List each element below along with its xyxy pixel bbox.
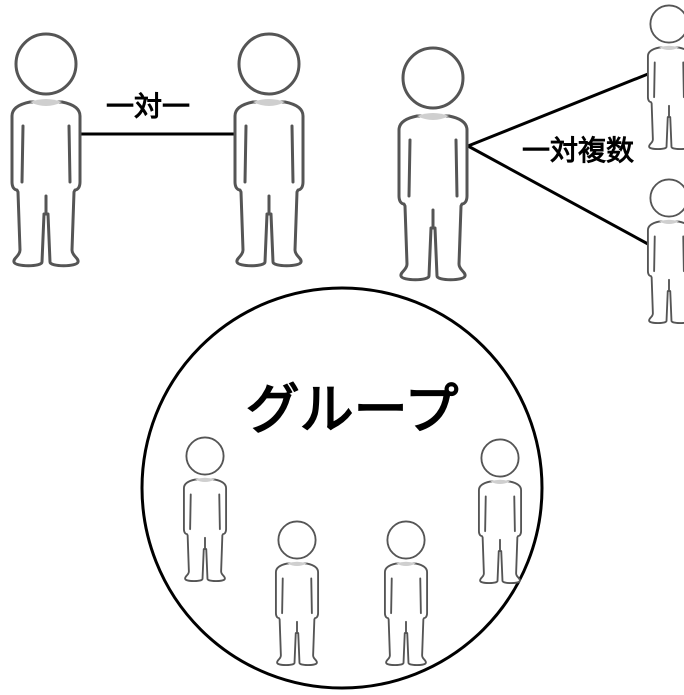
connector-line xyxy=(467,72,649,148)
person-icon xyxy=(10,32,82,268)
person-icon xyxy=(397,46,469,282)
connector-line xyxy=(467,144,649,246)
person-icon xyxy=(646,178,684,325)
one-to-many-label: 一対複数 xyxy=(522,134,635,167)
panel-one-to-many: 一対複数 xyxy=(397,4,684,325)
person-icon xyxy=(646,4,684,151)
one-to-one-label: 一対一 xyxy=(106,90,190,123)
person-icon xyxy=(233,32,305,268)
panel-one-to-one: 一対一 xyxy=(10,32,305,268)
group-label: グループ xyxy=(246,378,459,441)
panel-group: グループ xyxy=(140,286,544,690)
group-circle xyxy=(140,286,544,690)
